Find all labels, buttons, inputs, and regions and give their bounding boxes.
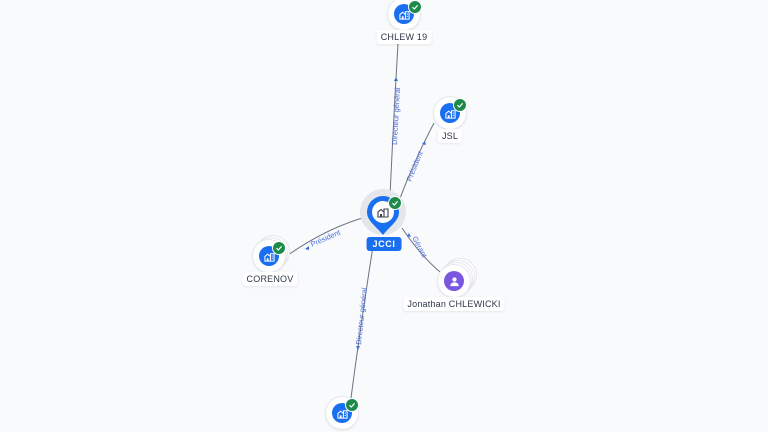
node-label: CORENOV — [242, 272, 298, 286]
center-node-label: JCCI — [366, 237, 402, 251]
edge-corenov[interactable]: Président — [287, 215, 371, 256]
verified-check-icon — [453, 98, 467, 112]
edge-label: Président — [309, 227, 342, 248]
node-label: Jonathan CHLEWICKI — [403, 297, 505, 311]
edge-label: Président — [405, 149, 426, 183]
edge-label: Directeur général — [390, 87, 402, 145]
node-label: JSL — [437, 129, 463, 143]
arrow-icon — [394, 77, 398, 81]
arrow-icon — [422, 141, 426, 145]
edge-label: Directeur général — [354, 287, 369, 345]
edge-chlew19[interactable]: Directeur général — [389, 43, 402, 197]
person-icon — [449, 276, 459, 286]
verified-check-icon — [408, 0, 422, 14]
person-node-circle — [444, 271, 464, 291]
arrow-icon — [407, 233, 411, 237]
edge-jsl[interactable]: Président — [397, 122, 435, 205]
verified-check-icon — [388, 196, 402, 210]
edge-bottom[interactable]: Directeur général — [350, 245, 374, 399]
arrow-icon — [356, 346, 360, 350]
verified-check-icon — [345, 398, 359, 412]
edge-jonathan[interactable]: Gérant — [401, 227, 441, 273]
verified-check-icon — [272, 241, 286, 255]
edge-label: Gérant — [410, 235, 429, 260]
arrow-icon — [305, 246, 309, 250]
node-label: CHLEW 19 — [376, 30, 432, 44]
